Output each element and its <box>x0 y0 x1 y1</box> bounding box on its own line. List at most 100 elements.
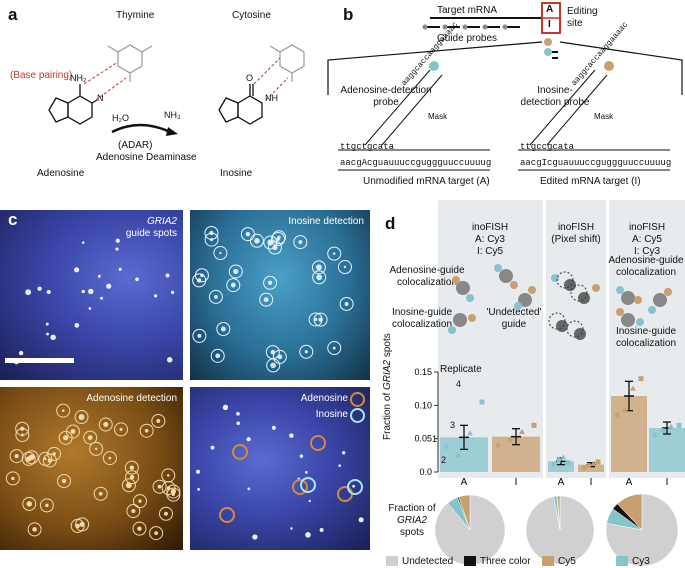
y-axis-label: Fraction of GRIA2 spots <box>382 300 393 440</box>
spot <box>87 435 93 440</box>
panel-b-label: b <box>343 5 354 24</box>
x-tick-label: I <box>666 477 669 488</box>
spot <box>215 353 221 359</box>
x-tick-label: A <box>461 477 468 488</box>
legend-label: Cy3 <box>632 555 650 567</box>
rep-4: 4 <box>456 379 462 389</box>
spot <box>197 333 202 338</box>
spot <box>305 470 308 474</box>
y-tick-label: 0.15 <box>414 367 432 377</box>
spot <box>171 493 175 497</box>
replicate-point <box>556 457 562 463</box>
spot <box>106 283 112 289</box>
spot <box>61 409 65 412</box>
legend-item: Three color <box>464 554 531 568</box>
coloc-dot <box>448 326 456 334</box>
replicate-label: Replicate <box>440 364 482 375</box>
spot <box>144 428 149 433</box>
pie-label: Fraction of GRIA2 spots <box>384 503 440 539</box>
adenosine-ring <box>219 507 235 523</box>
coloc-dot <box>456 281 470 295</box>
right-seq-top: ttgccgcata <box>520 142 575 152</box>
replicate-point <box>638 376 644 382</box>
spot <box>118 267 122 271</box>
legend-swatch <box>542 556 554 566</box>
undetected-ring <box>570 284 588 302</box>
spot <box>52 452 56 456</box>
detection-ring <box>311 260 326 275</box>
detection-ring <box>89 441 104 456</box>
pie-slice <box>557 495 561 531</box>
spot <box>313 317 318 322</box>
spot <box>210 445 215 450</box>
replicate-point <box>676 422 682 428</box>
editing-site-label: Editing site <box>567 6 598 29</box>
adenosine-label: Adenosine <box>37 168 85 179</box>
spot <box>14 454 19 459</box>
col3-header: inoFISH A: Cy5 I: Cy3 <box>609 222 685 258</box>
detection-ring <box>56 403 71 418</box>
coloc-dot <box>514 302 522 310</box>
inosine-label: Inosine <box>220 168 253 179</box>
detection-ring <box>327 246 342 261</box>
spot <box>166 357 173 363</box>
guide-subtitle: guide spots <box>125 228 177 239</box>
pie-slice <box>617 493 643 531</box>
replicate-point <box>467 430 473 436</box>
merge-spots-canvas <box>195 404 364 540</box>
coloc-dot <box>634 296 642 304</box>
pie-label-l1: Fraction of <box>388 503 436 514</box>
inosine-ring <box>300 477 316 493</box>
coloc-dot <box>621 291 635 305</box>
detection-ring <box>308 312 323 327</box>
x-tick-label: A <box>558 477 565 488</box>
spot <box>135 277 139 282</box>
spot <box>245 231 251 237</box>
adenosine-ring <box>232 444 248 460</box>
detection-ring <box>139 423 154 438</box>
spot <box>272 244 278 251</box>
merge-inosine-label: Inosine <box>315 409 348 420</box>
ann-r-inosine-l1: Inosine-guide <box>615 326 677 337</box>
detection-ring <box>192 273 207 288</box>
spot <box>97 274 101 278</box>
spot <box>267 280 273 285</box>
detection-ring <box>299 344 314 359</box>
detection-ring <box>132 494 147 509</box>
ann-r-adenosine-l1: Adenosine-guide <box>608 255 684 266</box>
detection-ring <box>151 413 166 428</box>
col3-head: inoFISH <box>628 222 666 233</box>
thymine-label: Thymine <box>116 10 155 21</box>
spot <box>197 488 200 491</box>
detection-ring <box>249 233 264 248</box>
detection-ring <box>293 235 308 250</box>
rep-1: 1 <box>432 434 438 444</box>
detection-ring <box>267 240 282 255</box>
pie-label-l2: GRIA2 <box>396 515 427 526</box>
edited-label: Edited mRNA target (I) <box>540 176 641 187</box>
coloc-dot <box>564 279 576 291</box>
spot <box>210 238 214 242</box>
col3-l3: I: Cy3 <box>633 246 661 257</box>
nh2-label: NH₂ <box>70 73 87 83</box>
replicate-point <box>595 459 601 465</box>
col3-l2: A: Cy5 <box>631 234 662 245</box>
legend-item: Undetected <box>386 554 453 568</box>
spot <box>236 421 241 426</box>
ann-r-adenosine-l2: colocalization <box>615 267 677 278</box>
spot <box>315 264 322 271</box>
detection-ring <box>213 246 228 261</box>
micrograph-inosine: Inosine detection <box>190 210 370 380</box>
n-label: N <box>97 93 104 103</box>
detection-ring <box>125 470 140 485</box>
box-i-label: I <box>548 19 551 30</box>
guide-probes-label: Guide probes <box>437 33 498 44</box>
deaminase-label: Adenosine Deaminase <box>96 152 197 163</box>
left-seq-mid: aacgAcguauuuccguggguuccuuuug <box>340 158 492 168</box>
spot <box>319 527 324 532</box>
spot <box>26 501 32 507</box>
spot <box>74 322 80 328</box>
spot <box>115 238 120 243</box>
